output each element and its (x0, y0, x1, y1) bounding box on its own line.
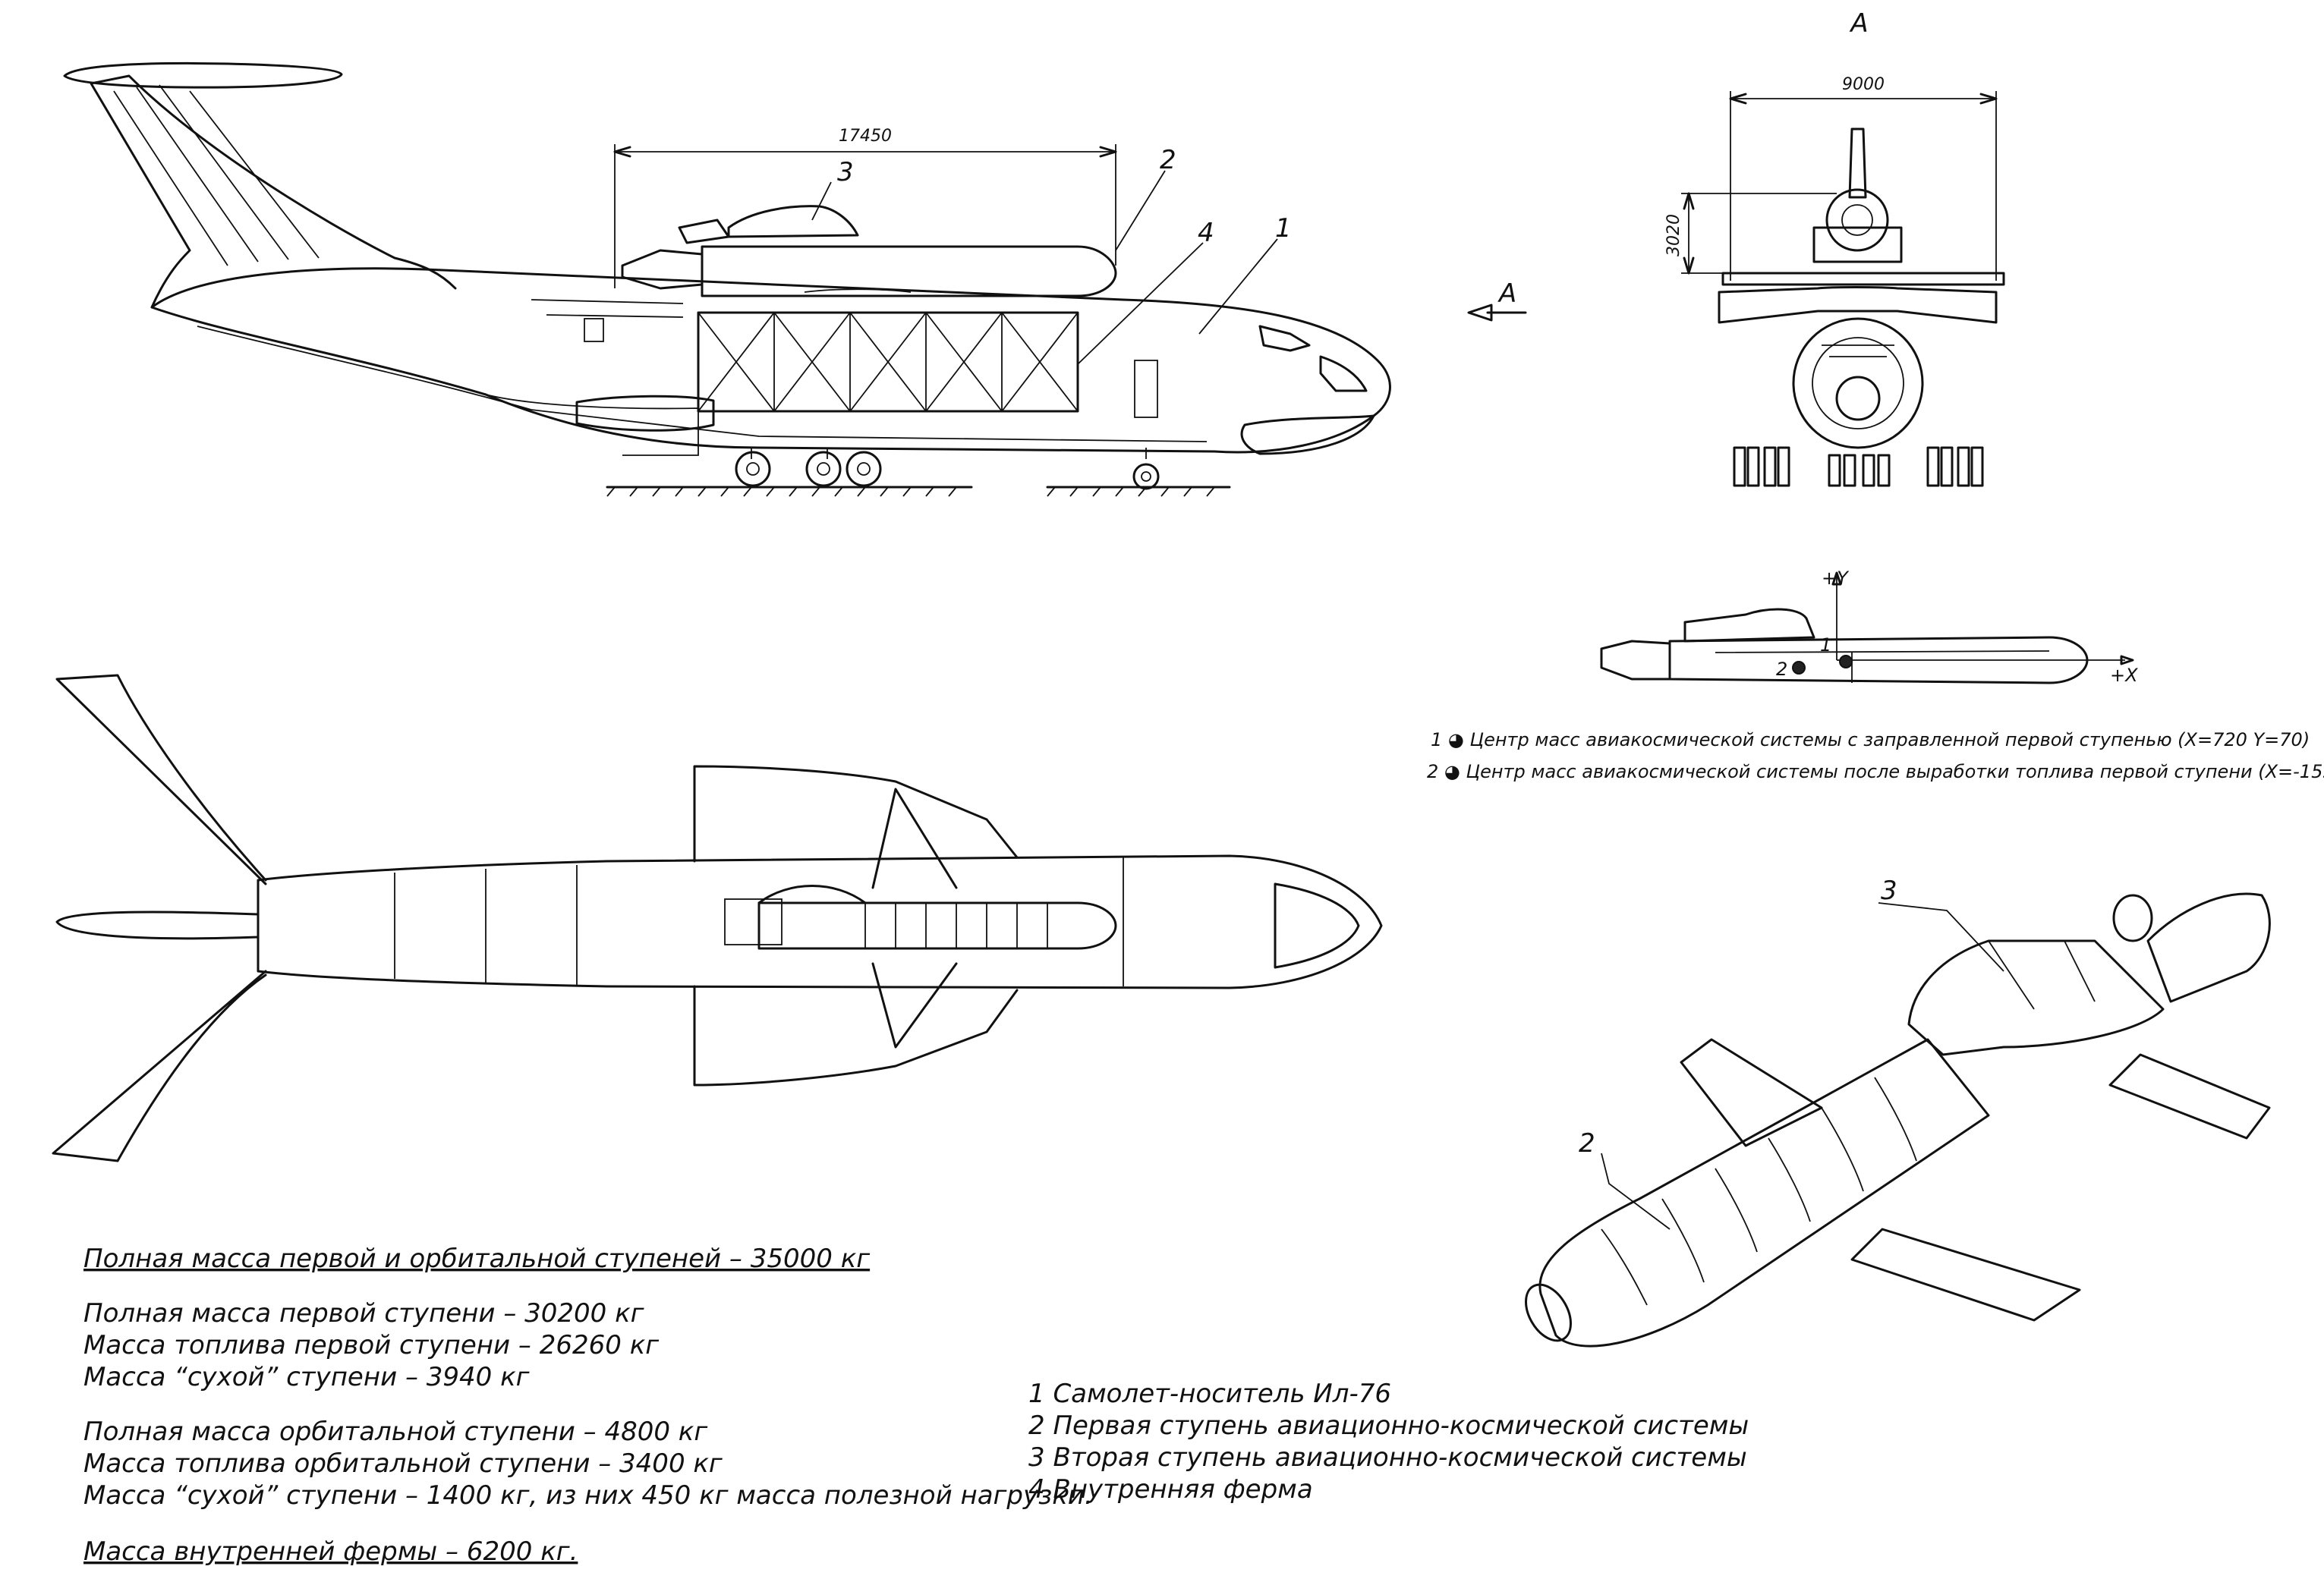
side-callout-4: 4 (1198, 218, 1214, 248)
first-stage-note-1: Полная масса первой ступени – 30200 кг (83, 1298, 645, 1329)
mass-notes: Полная масса первой и орбитальной ступен… (83, 1244, 1093, 1567)
cg-point-1-icon (1839, 655, 1853, 668)
truss-mass-note: Масса внутренней фермы – 6200 кг. (83, 1536, 578, 1567)
side-callout-2: 2 (1160, 145, 1176, 175)
cg-point-2-icon (1792, 661, 1806, 675)
dimension-3020: 3020 (1664, 214, 1683, 256)
cg-note-2: 2 ◕ Центр масс авиакосмической системы п… (1427, 761, 2324, 782)
axis-x-label: +X (2110, 665, 2138, 686)
legend-item-1: 1 Самолет-носитель Ил-76 (1028, 1379, 1391, 1409)
view-arrow-icon (1467, 304, 1493, 322)
first-stage-note-3: Масса “сухой” ступени – 3940 кг (83, 1362, 531, 1392)
iso-callout-2: 2 (1579, 1128, 1595, 1159)
iso-callout-3: 3 (1881, 876, 1897, 906)
front-gear-wheels (1733, 446, 1984, 487)
side-callout-1: 1 (1275, 213, 1292, 244)
first-stage-note-2: Масса топлива первой ступени – 26260 кг (83, 1330, 660, 1360)
orbital-stage-note-1: Полная масса орбитальной ступени – 4800 … (83, 1417, 708, 1447)
view-arrow-label: A (1497, 278, 1516, 309)
front-view-title: A (1849, 8, 1868, 39)
legend-item-4: 4 Внутренняя ферма (1028, 1474, 1313, 1505)
axis-y-label: +Y (1822, 568, 1850, 589)
isometric-view-stages: 3 2 (1525, 876, 2271, 1348)
dimension-9000: 9000 (1842, 75, 1885, 94)
cg-note-1: 1 ◕ Центр масс авиакосмической системы с… (1431, 729, 2310, 750)
legend-item-3: 3 Вторая ступень авиационно-космической … (1028, 1442, 1747, 1473)
legend: 1 Самолет-носитель Ил-76 2 Первая ступен… (1028, 1379, 1749, 1505)
mass-total-note: Полная масса первой и орбитальной ступен… (83, 1244, 871, 1274)
front-view-aircraft: A 9000 3020 (1664, 8, 2005, 487)
orbital-stage-note-3: Масса “сухой” ступени – 1400 кг, из них … (83, 1480, 1093, 1511)
cg-point-2-label: 2 (1776, 659, 1787, 680)
side-view-aircraft: 17450 3 2 4 1 A (63, 61, 1527, 497)
side-callout-3: 3 (837, 157, 854, 187)
legend-item-2: 2 Первая ступень авиационно-космической … (1028, 1411, 1749, 1441)
top-view-aircraft (52, 674, 1383, 1162)
cg-diagram: +Y +X 1 2 1 ◕ Центр масс авиакосмической… (1427, 568, 2324, 782)
orbital-stage-note-2: Масса топлива орбитальной ступени – 3400… (83, 1448, 723, 1479)
dimension-17450: 17450 (839, 127, 892, 146)
cg-point-1-label: 1 (1820, 634, 1831, 656)
